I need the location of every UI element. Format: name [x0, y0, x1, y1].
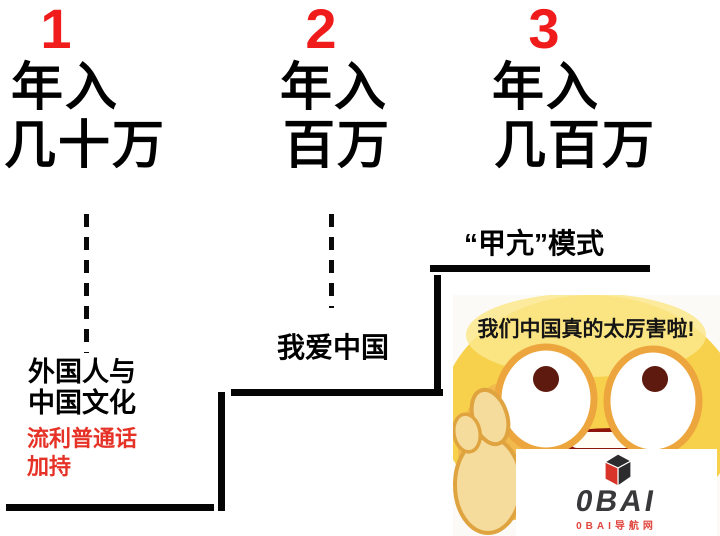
logo-watermark: 0BAI 0BAI导航网: [516, 449, 717, 536]
step-2-header-line1: 年入: [280, 59, 389, 117]
step-2-number: 2: [305, 0, 337, 60]
cube-logo-icon: [603, 453, 632, 488]
dashed-connector-step1: [84, 214, 89, 353]
step-1-number: 1: [40, 0, 72, 60]
step3-label: “甲亢”模式: [464, 228, 605, 259]
step-1-header-line1: 年入: [11, 59, 120, 117]
cube-left-face: [603, 461, 619, 488]
emoji-knuckle: [453, 412, 482, 454]
step1-label: 外国人与 中国文化: [28, 357, 136, 418]
emoji-right-eye: [603, 345, 703, 457]
step-3-number: 3: [528, 0, 560, 60]
emoji-left-eye: [494, 343, 598, 455]
meme-caption: 我们中国真的太厉害啦!: [478, 317, 695, 341]
logo-subtitle: 0BAI导航网: [576, 521, 657, 532]
stair-step2-floor: [231, 389, 443, 396]
step1-sublabel-red: 流利普通话 加持: [27, 426, 138, 479]
step-1-header-line2: 几十万: [4, 117, 167, 175]
dashed-connector-step2: [329, 214, 334, 308]
stair-step3-top: [430, 265, 650, 272]
stair-riser2: [434, 275, 441, 393]
stair-riser1: [218, 392, 225, 511]
step-3-header-line2: 几百万: [494, 117, 657, 175]
step-2-header-line2: 百万: [283, 117, 392, 175]
step-3-header-line1: 年入: [492, 59, 601, 117]
emoji-left-pupil: [533, 366, 559, 392]
stair-step1-floor: [6, 504, 214, 511]
logo-title: 0BAI: [573, 485, 660, 518]
emoji-right-pupil: [642, 366, 668, 392]
step2-label: 我爱中国: [277, 332, 390, 363]
